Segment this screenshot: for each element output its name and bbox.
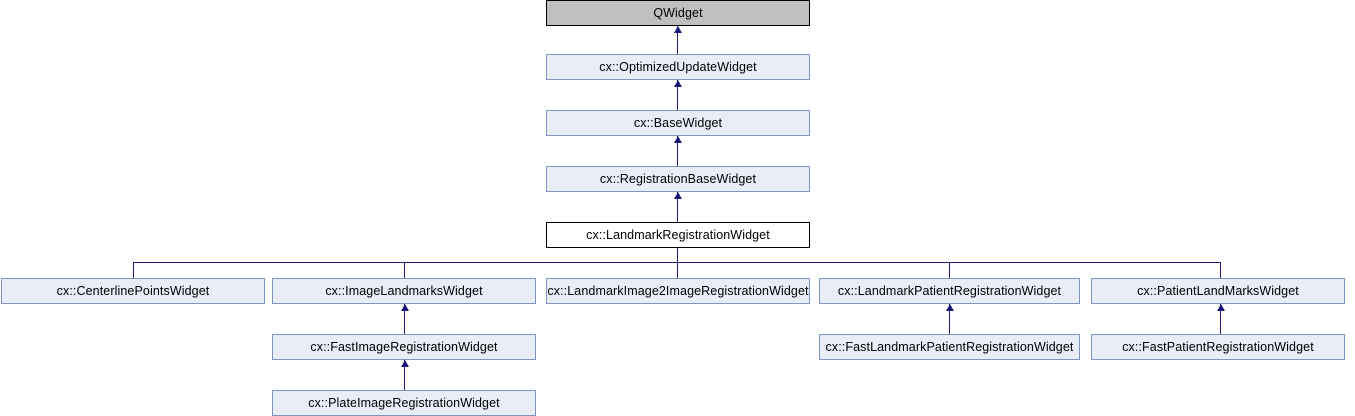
class-node-label: cx::LandmarkRegistrationWidget xyxy=(586,227,770,242)
arrowhead-to-imagelandmarkswidget xyxy=(401,304,409,311)
class-node-cx-imagelandmarkswidget[interactable]: cx::ImageLandmarksWidget xyxy=(272,278,536,304)
edge-centerlinepointswidget-drop xyxy=(133,262,134,278)
class-node-cx-fastimageregistrationwidget[interactable]: cx::FastImageRegistrationWidget xyxy=(272,334,536,360)
edge-registrationbasewidget-to-basewidget xyxy=(677,136,678,166)
edge-optimizedupdatewidget-to-qwidget xyxy=(677,26,678,54)
edge-fastlandmarkpatientregistrationwidget-to-landmarkpatientregistrationwidget xyxy=(949,304,950,334)
class-node-cx-optimizedupdatewidget[interactable]: cx::OptimizedUpdateWidget xyxy=(546,54,810,80)
class-node-label: cx::LandmarkImage2ImageRegistrationWidge… xyxy=(547,283,809,298)
class-node-label: cx::RegistrationBaseWidget xyxy=(599,171,757,186)
class-node-label: cx::PlateImageRegistrationWidget xyxy=(308,395,500,410)
edge-basewidget-to-optimizedupdatewidget xyxy=(677,80,678,110)
arrowhead-to-basewidget xyxy=(674,136,682,143)
edge-landmarkimage2imageregistrationwidget-drop xyxy=(677,262,678,278)
arrowhead-to-fastimageregistrationwidget xyxy=(401,360,409,367)
edge-fastpatientregistrationwidget-to-patientlandmarkswidget xyxy=(1220,304,1221,334)
class-node-label: cx::PatientLandMarksWidget xyxy=(1137,283,1299,298)
class-node-cx-basewidget[interactable]: cx::BaseWidget xyxy=(546,110,810,136)
arrowhead-to-patientlandmarkswidget xyxy=(1217,304,1225,311)
class-node-cx-centerlinepointswidget[interactable]: cx::CenterlinePointsWidget xyxy=(1,278,265,304)
arrowhead-to-registrationbasewidget xyxy=(674,192,682,199)
class-node-label: cx::FastImageRegistrationWidget xyxy=(310,339,498,354)
class-node-cx-plateimageregistrationwidget[interactable]: cx::PlateImageRegistrationWidget xyxy=(272,390,536,416)
class-node-cx-fastlandmarkpatientregistrationwidget[interactable]: cx::FastLandmarkPatientRegistrationWidge… xyxy=(819,334,1080,360)
class-node-label: QWidget xyxy=(653,5,703,20)
class-node-label: cx::FastLandmarkPatientRegistrationWidge… xyxy=(825,339,1074,354)
edge-patientlandmarkswidget-drop xyxy=(1220,262,1221,278)
class-node-cx-fastpatientregistrationwidget[interactable]: cx::FastPatientRegistrationWidget xyxy=(1091,334,1345,360)
class-node-cx-landmarkimage2imageregistrationwidget[interactable]: cx::LandmarkImage2ImageRegistrationWidge… xyxy=(546,278,810,304)
edge-imagelandmarkswidget-drop xyxy=(404,262,405,278)
class-node-qwidget[interactable]: QWidget xyxy=(546,0,810,26)
class-node-cx-landmarkpatientregistrationwidget[interactable]: cx::LandmarkPatientRegistrationWidget xyxy=(819,278,1080,304)
class-node-label: cx::BaseWidget xyxy=(633,115,723,130)
class-node-cx-patientlandmarkswidget[interactable]: cx::PatientLandMarksWidget xyxy=(1091,278,1345,304)
edge-bus-stem xyxy=(677,248,678,262)
class-node-label: cx::OptimizedUpdateWidget xyxy=(599,59,757,74)
edge-plateimageregistrationwidget-to-fastimageregistrationwidget xyxy=(404,360,405,390)
class-node-label: cx::LandmarkPatientRegistrationWidget xyxy=(837,283,1062,298)
class-node-label: cx::FastPatientRegistrationWidget xyxy=(1122,339,1314,354)
arrowhead-to-qwidget xyxy=(674,26,682,33)
class-node-label: cx::ImageLandmarksWidget xyxy=(325,283,483,298)
arrowhead-to-optimizedupdatewidget xyxy=(674,80,682,87)
class-node-cx-landmarkregistrationwidget[interactable]: cx::LandmarkRegistrationWidget xyxy=(546,222,810,248)
arrowhead-to-landmarkpatientregistrationwidget xyxy=(946,304,954,311)
edge-landmarkregistrationwidget-to-registrationbasewidget xyxy=(677,192,678,222)
edge-fastimageregistrationwidget-to-imagelandmarkswidget xyxy=(404,304,405,334)
class-node-label: cx::CenterlinePointsWidget xyxy=(56,283,210,298)
edge-landmarkpatientregistrationwidget-drop xyxy=(949,262,950,278)
class-node-cx-registrationbasewidget[interactable]: cx::RegistrationBaseWidget xyxy=(546,166,810,192)
